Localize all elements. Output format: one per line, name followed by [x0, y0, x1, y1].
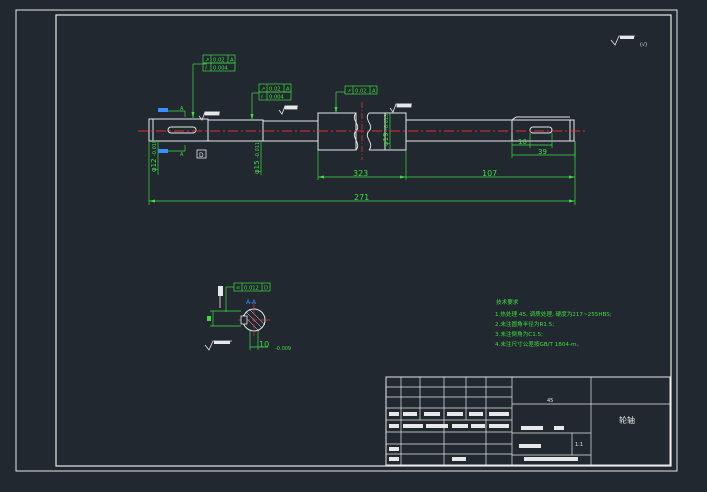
title-block-fills	[389, 412, 578, 461]
keyway-right	[529, 126, 553, 134]
dim-dia-second: φ15	[253, 160, 261, 174]
part-name: 轮轴	[619, 415, 635, 425]
inner-frame	[55, 14, 672, 467]
dim-keyway-offset: 39	[538, 148, 547, 156]
tech-req-heading: 技术要求	[496, 298, 519, 306]
section-keyway-tol: -0.009	[275, 346, 291, 352]
dim-dia-collar-tol: -0.013	[384, 114, 390, 130]
symmetry-value: 0.012	[244, 286, 259, 292]
tolerance-frame-3: ↗ 0.02 A	[344, 85, 378, 95]
roughness-note: (√)	[640, 42, 647, 48]
keyway-left	[167, 126, 197, 134]
dim-right-length: 107	[482, 169, 497, 178]
scale-value: 1:1	[575, 442, 583, 448]
dimension-arrows	[149, 107, 575, 203]
tech-req-line-2: 2.未注圆角半径为R1.5;	[495, 320, 554, 328]
dim-dia-left-tol: -0.018	[152, 140, 158, 156]
dimension-texts: 271 323 107 10 39 φ12 -0.018 φ15 -0.011 …	[150, 114, 547, 202]
dim-overall-length: 271	[354, 193, 369, 202]
outer-frame	[15, 9, 678, 472]
runout-3-datum: A	[372, 89, 376, 95]
tolerance-frame-2: ↗ 0.02 A ⫽ 0.004	[258, 83, 292, 101]
dimension-lines	[148, 63, 576, 205]
datum-d-label: D	[199, 152, 204, 159]
dim-middle-length: 323	[353, 169, 368, 178]
runout-2-datum: A	[286, 87, 290, 93]
svg-text:≡: ≡	[236, 286, 240, 292]
svg-text:↗: ↗	[261, 87, 265, 93]
section-keyway-width: 10	[259, 340, 269, 349]
tech-req-line-3: 3.未注倒角为C1.5;	[495, 330, 543, 338]
dim-dia-second-tol: -0.011	[255, 142, 261, 158]
svg-text:⫽: ⫽	[204, 66, 208, 72]
dim-dia-collar: φ19	[382, 132, 390, 146]
runout-3-value: 0.02	[355, 89, 367, 95]
dim-dia-left: φ12	[150, 158, 158, 172]
svg-text:⫽: ⫽	[260, 95, 264, 101]
svg-text:↗: ↗	[205, 58, 209, 64]
runout-2-value: 0.02	[269, 87, 281, 93]
section-label: A-A	[246, 299, 257, 306]
technical-requirements: 技术要求 1.热处理 45, 调质处理, 硬度为217~255HBS; 2.未注…	[495, 298, 612, 348]
tech-req-line-4: 4.未注尺寸公差按GB/T 1804-m。	[495, 340, 582, 348]
section-view: A-A ≡ 0.012 D 10 -0.009	[204, 282, 291, 352]
datum-a-markers: A A	[158, 106, 184, 158]
title-block	[385, 376, 671, 466]
datum-a-label-bottom: A	[180, 152, 184, 158]
svg-text:↗: ↗	[347, 89, 351, 95]
parallel-2-value: 0.004	[269, 95, 285, 101]
material-value: 45	[547, 398, 553, 404]
runout-1-value: 0.02	[213, 58, 225, 64]
datum-a-label-top: A	[180, 106, 184, 112]
parallel-1-value: 0.004	[213, 66, 229, 72]
general-roughness-symbol: (√)	[610, 35, 647, 48]
datum-d-marker: D	[196, 149, 207, 159]
roughness-symbols	[198, 103, 412, 121]
tolerance-frame-1: ↗ 0.02 A ⫽ 0.004	[202, 54, 236, 72]
runout-1-datum: A	[230, 58, 234, 64]
tech-req-line-1: 1.热处理 45, 调质处理, 硬度为217~255HBS;	[495, 310, 612, 318]
dim-keyway-length: 10	[518, 138, 527, 146]
symmetry-datum: D	[264, 286, 268, 292]
